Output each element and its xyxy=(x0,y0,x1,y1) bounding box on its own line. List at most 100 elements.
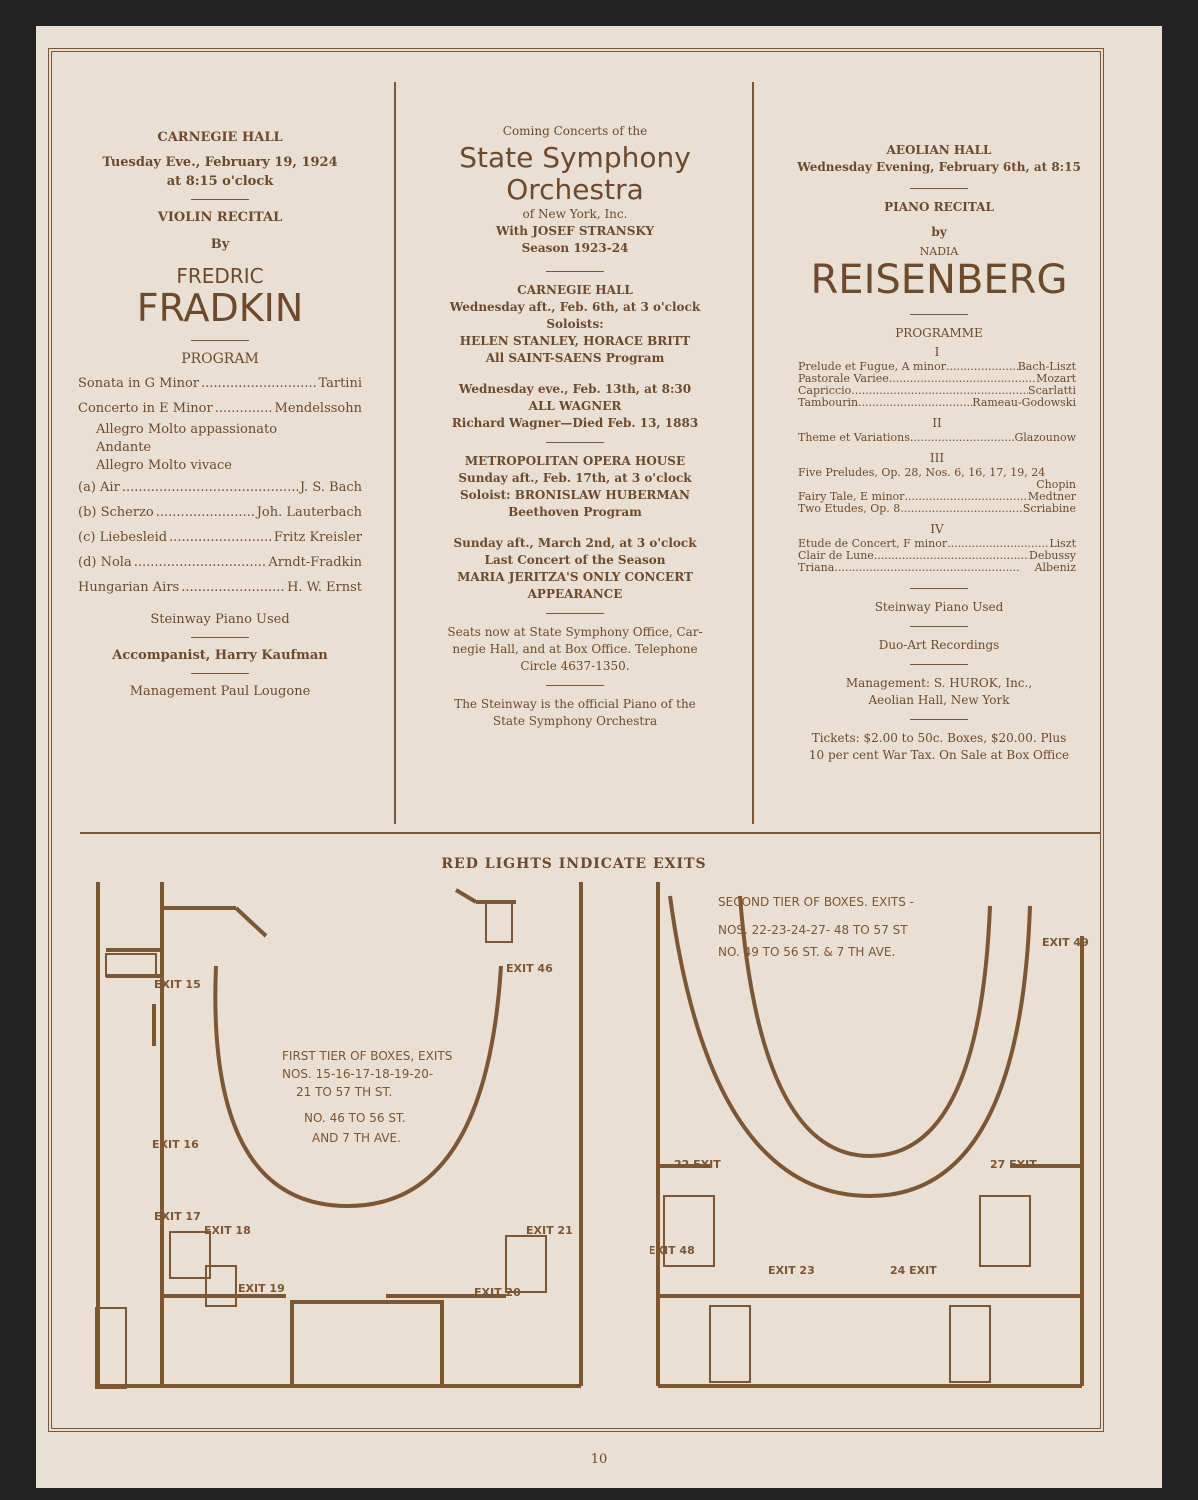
orchestra-subtitle: of New York, Inc. xyxy=(522,207,628,221)
column-divider xyxy=(752,82,754,824)
exit-17-label: EXIT 17 xyxy=(154,1210,201,1223)
rule xyxy=(910,664,968,665)
management: Management: S. HUROK, Inc., xyxy=(845,676,1033,690)
program-item: Pastorale Variee........................… xyxy=(798,372,1076,385)
by-label: By xyxy=(210,237,230,252)
composer: Mendelssohn xyxy=(274,401,362,416)
exit-49-label: EXIT 49 xyxy=(1042,936,1089,949)
program-item: Concerto in E Minor.....................… xyxy=(78,396,362,421)
program-item: (c) Liebesleid..........................… xyxy=(78,530,362,545)
recital-type: VIOLIN RECITAL xyxy=(157,210,283,225)
exit-27-label: 27 EXIT xyxy=(990,1158,1037,1171)
time: at 8:15 o'clock xyxy=(166,174,274,189)
orchestra-title: State Symphony xyxy=(459,141,691,174)
artist-first-name: FREDRIC xyxy=(176,264,264,288)
program-item: Five Preludes, Op. 28, Nos. 6, 16, 17, 1… xyxy=(798,466,1046,479)
movement: Andante xyxy=(96,440,152,455)
concert-note: Last Concert of the Season xyxy=(484,553,666,567)
program-item: Capriccio...............................… xyxy=(798,384,1076,397)
second-tier-caption: SECOND TIER OF BOXES. EXITS - xyxy=(718,895,914,909)
program-item: (d) Nola................................… xyxy=(78,555,362,570)
soloist: Soloist: BRONISLAW HUBERMAN xyxy=(460,488,690,502)
program-item: Tambourin...............................… xyxy=(798,396,1076,409)
first-tier-floor-plan: EXIT 15 EXIT 46 EXIT 16 EXIT 17 EXIT 18 … xyxy=(95,882,583,1389)
concert-date: Sunday aft., March 2nd, at 3 o'clock xyxy=(453,536,697,550)
orchestra-title: Orchestra xyxy=(506,173,644,206)
venue: CARNEGIE HALL xyxy=(517,283,633,297)
rule xyxy=(910,719,968,720)
section-divider xyxy=(80,832,1100,834)
rule xyxy=(191,340,249,341)
concert-program: ALL WAGNER xyxy=(528,399,622,413)
programme-heading: PROGRAMME xyxy=(895,326,983,340)
column-divider xyxy=(394,82,396,824)
section-numeral: IV xyxy=(930,522,944,536)
section-numeral: III xyxy=(929,451,945,465)
rule xyxy=(910,314,968,315)
steinway-note: The Steinway is the official Piano of th… xyxy=(454,697,696,711)
seats-info: Circle 4637-1350. xyxy=(520,659,630,673)
second-tier-caption: NO. 49 TO 56 ST. & 7 TH AVE. xyxy=(718,945,895,959)
composer: Tartini xyxy=(318,376,362,391)
concert-note: Richard Wagner—Died Feb. 13, 1883 xyxy=(451,416,699,430)
program-item: Prelude et Fugue, A minor...............… xyxy=(798,360,1076,373)
rule xyxy=(546,442,604,443)
program-item: Fairy Tale, E minor.....................… xyxy=(798,490,1076,503)
concert-date: Sunday aft., Feb. 17th, at 3 o'clock xyxy=(458,471,692,485)
exit-46-label: EXIT 46 xyxy=(506,962,553,975)
first-tier-caption: NO. 46 TO 56 ST. xyxy=(304,1111,406,1125)
concert-program: Beethoven Program xyxy=(508,505,642,519)
soloists-label: Soloists: xyxy=(546,317,604,331)
exit-15-label: EXIT 15 xyxy=(154,978,201,991)
date: Wednesday Evening, February 6th, at 8:15 xyxy=(797,160,1081,174)
artist-first-name: NADIA xyxy=(919,245,959,258)
recordings-note: Duo-Art Recordings xyxy=(878,638,1000,652)
exit-20-label: EXIT 20 xyxy=(474,1286,521,1299)
section-numeral: I xyxy=(934,345,940,359)
seats-info: Seats now at State Symphony Office, Car- xyxy=(447,625,703,639)
recital-type: PIANO RECITAL xyxy=(884,200,994,214)
program-item: (a) Air.................................… xyxy=(78,480,362,495)
first-tier-caption: AND 7 TH AVE. xyxy=(312,1131,401,1145)
by-label: by xyxy=(931,225,947,239)
program-item: Theme et Variations.....................… xyxy=(798,431,1076,444)
tickets: 10 per cent War Tax. On Sale at Box Offi… xyxy=(808,748,1070,762)
state-symphony-announcement: Coming Concerts of the State Symphony Or… xyxy=(412,80,738,730)
conductor: With JOSEF STRANSKY xyxy=(495,224,655,238)
seats-info: negie Hall, and at Box Office. Telephone xyxy=(452,642,698,656)
exit-16-label: EXIT 16 xyxy=(152,1138,199,1151)
program-item: Two Etudes, Op. 8.......................… xyxy=(798,502,1076,515)
rule xyxy=(191,199,249,200)
movement: Allegro Molto appassionato xyxy=(96,422,278,437)
exit-24-label: 24 EXIT xyxy=(890,1264,937,1277)
exit-22-label: 22 EXIT xyxy=(674,1158,721,1171)
program-item: Hungarian Airs..........................… xyxy=(78,580,362,595)
soloists: HELEN STANLEY, HORACE BRITT xyxy=(459,334,691,348)
program-item: Etude de Concert, F minor...............… xyxy=(798,537,1076,550)
concert-date: Wednesday aft., Feb. 6th, at 3 o'clock xyxy=(449,300,701,314)
rule xyxy=(546,271,604,272)
tickets: Tickets: $2.00 to 50c. Boxes, $20.00. Pl… xyxy=(811,731,1067,745)
fradkin-recital-announcement: CARNEGIE HALL Tuesday Eve., February 19,… xyxy=(70,80,370,699)
concert-note: APPEARANCE xyxy=(527,587,623,601)
date: Tuesday Eve., February 19, 1924 xyxy=(102,155,338,170)
section-numeral: II xyxy=(932,416,942,430)
exit-21-label: EXIT 21 xyxy=(526,1224,573,1237)
work: Sonata in G Minor xyxy=(78,376,200,391)
program-item: (b) Scherzo.............................… xyxy=(78,505,362,520)
steinway-note: State Symphony Orchestra xyxy=(492,714,658,728)
concert-note: MARIA JERITZA'S ONLY CONCERT xyxy=(457,570,693,584)
concert-date: Wednesday eve., Feb. 13th, at 8:30 xyxy=(458,382,692,396)
rule xyxy=(910,188,968,189)
first-tier-caption: FIRST TIER OF BOXES, EXITS xyxy=(282,1049,452,1063)
rule xyxy=(191,673,249,674)
rule xyxy=(910,588,968,589)
exit-18-label: EXIT 18 xyxy=(204,1224,251,1237)
movement: Allegro Molto vivace xyxy=(96,458,232,473)
first-tier-caption: 21 TO 57 TH ST. xyxy=(296,1085,392,1099)
second-tier-caption: NOS. 22-23-24-27- 48 TO 57 ST xyxy=(718,923,908,937)
venue: AEOLIAN HALL xyxy=(886,143,992,157)
page-number: 10 xyxy=(590,1452,608,1467)
artist-last-name: REISENBERG xyxy=(810,257,1068,303)
rule xyxy=(546,613,604,614)
